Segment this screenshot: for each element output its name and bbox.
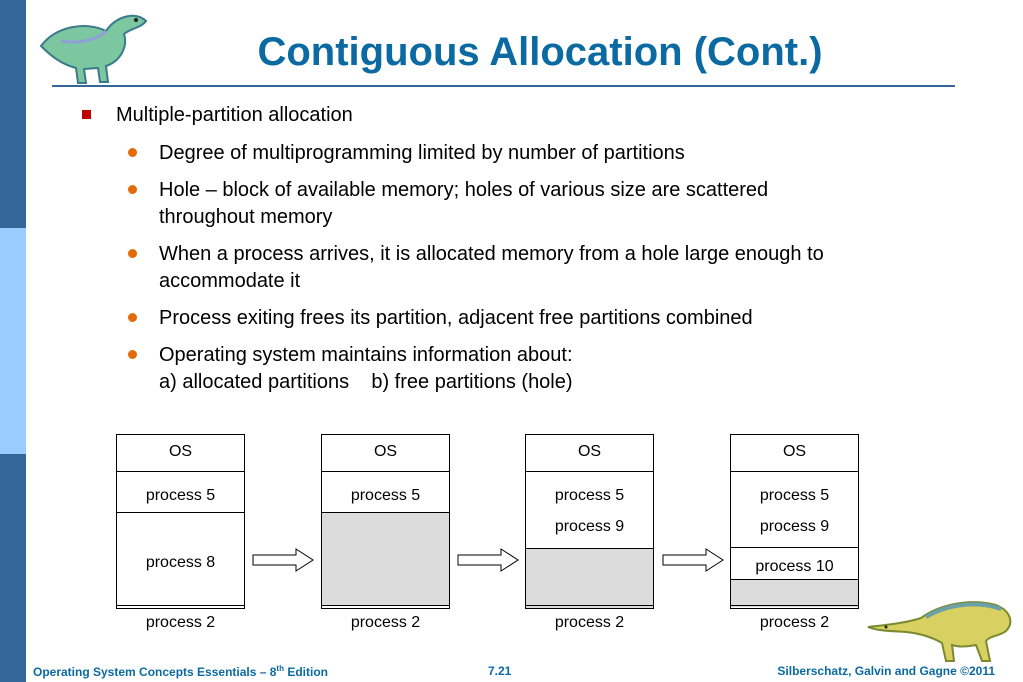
partition-process-9: process 9: [759, 518, 830, 535]
footer-left-suffix: Edition: [283, 665, 328, 679]
memory-diagram-1: OS process 5 process 8 process 2: [116, 434, 245, 631]
bullet-dot-icon: [128, 185, 137, 194]
footer-left-text: Operating System Concepts Essentials – 8: [33, 665, 277, 679]
footer-left: Operating System Concepts Essentials – 8…: [33, 664, 328, 679]
partition-process-5: process 5: [117, 471, 244, 512]
partition-process-5: process 5: [526, 471, 653, 512]
footer-right: Silberschatz, Galvin and Gagne ©2011: [777, 664, 995, 678]
bullet-item: Process exiting frees its partition, adj…: [159, 307, 753, 329]
title-divider: [52, 85, 955, 87]
bullet-dot-icon: [128, 313, 137, 322]
dinosaur-illustration-icon: [867, 601, 1012, 662]
left-bar-bottom: [0, 454, 26, 682]
arrow-right-icon: [662, 548, 724, 572]
dinosaur-logo-icon: [39, 14, 148, 84]
bullet-dot-icon: [128, 350, 137, 359]
memory-diagram-2: OS process 5 process 2: [321, 434, 450, 631]
bullet-item: Degree of multiprogramming limited by nu…: [159, 142, 685, 164]
bullet-item: When a process arrives, it is allocated …: [159, 243, 824, 265]
footer-left-superscript: th: [276, 664, 284, 673]
partition-os: OS: [577, 443, 602, 460]
memory-diagram-4: OS process 5 process 9 process 10 proces…: [730, 434, 859, 631]
footer-page-number: 7.21: [488, 664, 512, 678]
left-bar-middle: [0, 228, 26, 454]
partition-process-5: process 5: [322, 471, 449, 512]
arrow-right-icon: [457, 548, 519, 572]
bullet-level1: Multiple-partition allocation: [116, 104, 353, 126]
bullet-item: Hole – block of available memory; holes …: [159, 179, 769, 201]
partition-process-5: process 5: [731, 471, 858, 512]
partition-process-2: process 2: [117, 605, 244, 637]
bullet-dot-icon: [128, 249, 137, 258]
partition-process-8: process 8: [117, 512, 244, 605]
partition-process-2: process 2: [322, 605, 449, 637]
partition-process-2: process 2: [731, 605, 858, 637]
bullet-item: Operating system maintains information a…: [159, 344, 573, 366]
bullet-item-continued: throughout memory: [159, 206, 333, 228]
partition-process-10: process 10: [731, 547, 858, 579]
partition-hole: [322, 512, 449, 605]
level1-bullet-icon: [82, 110, 91, 119]
partition-process-2: process 2: [526, 605, 653, 637]
partition-os: OS: [168, 443, 193, 460]
slide-title: Contiguous Allocation (Cont.): [257, 30, 823, 74]
bullet-item-continued: a) allocated partitions b) free partitio…: [159, 371, 573, 393]
arrow-right-icon: [252, 548, 314, 572]
partition-os: OS: [373, 443, 398, 460]
left-bar-top: [0, 0, 26, 228]
partition-hole: [526, 548, 653, 608]
bullet-dot-icon: [128, 148, 137, 157]
partition-os: OS: [782, 443, 807, 460]
bullet-item-continued: accommodate it: [159, 270, 301, 292]
partition-process-9: process 9: [554, 518, 625, 535]
partition-hole: [731, 579, 858, 607]
memory-diagram-3: OS process 5 process 9 process 2: [525, 434, 654, 631]
